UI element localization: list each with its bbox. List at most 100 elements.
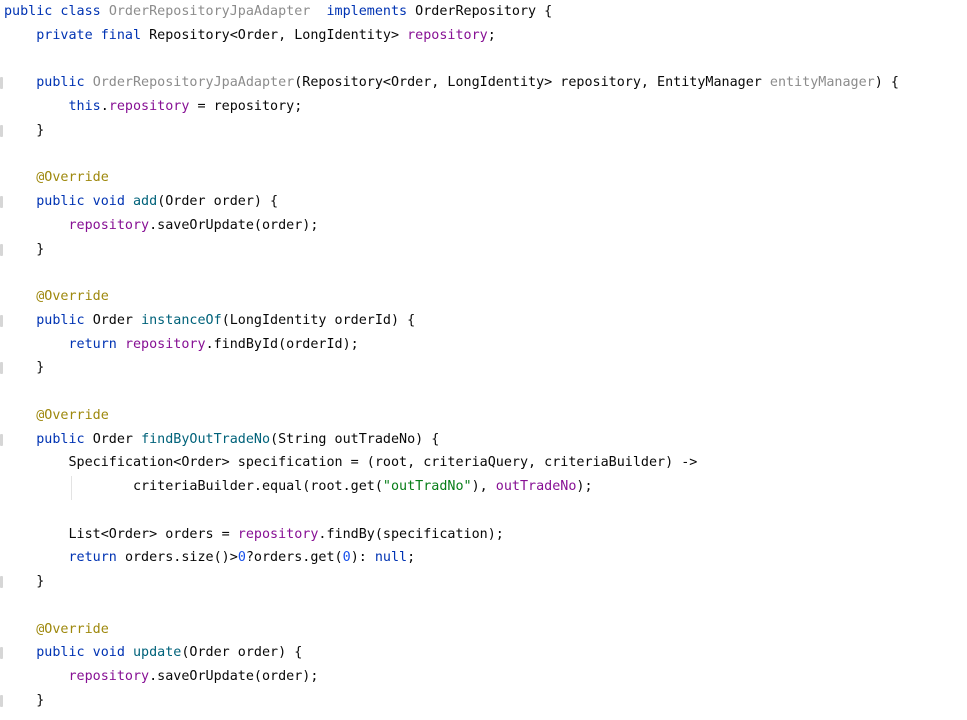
code-token: repository <box>68 217 150 233</box>
code-token: (String outTradeNo) { <box>270 431 440 447</box>
code-token: OrderRepository { <box>415 4 553 19</box>
gutter-marker <box>0 196 3 208</box>
code-line[interactable]: public OrderRepositoryJpaAdapter(Reposit… <box>4 73 899 93</box>
code-token: ); <box>576 479 593 494</box>
code-token: add <box>133 194 158 209</box>
code-line[interactable]: this.repository = repository; <box>4 97 302 117</box>
code-token: ; <box>487 27 496 43</box>
code-token: repository <box>237 526 319 542</box>
code-token: entityManager <box>769 75 875 91</box>
code-token: Repository<Order, LongIdentity> <box>149 27 408 43</box>
gutter-marker <box>0 433 3 446</box>
code-token: = repository; <box>189 99 303 114</box>
code-line[interactable]: public Order instanceOf(LongIdentity ord… <box>4 311 415 331</box>
code-token: ) { <box>874 75 899 91</box>
code-token: @Override <box>4 407 109 423</box>
code-token: public <box>4 431 93 447</box>
code-line[interactable]: } <box>4 240 44 260</box>
code-token: return <box>4 550 125 566</box>
gutter-marker <box>0 314 3 327</box>
code-token: OrderRepositoryJpaAdapter <box>92 75 295 91</box>
code-line[interactable]: private final Repository<Order, LongIden… <box>4 26 496 46</box>
code-token: update <box>133 645 182 661</box>
code-token: findByOutTradeNo <box>141 431 271 447</box>
code-token: (Order order) { <box>157 194 279 209</box>
code-token: @Override <box>4 621 109 637</box>
gutter-marker <box>0 243 3 256</box>
code-token: 0 <box>342 550 351 566</box>
code-token: (Repository<Order, LongIdentity> reposit… <box>294 75 770 91</box>
code-token: Specification<Order> specification = (ro… <box>4 455 698 471</box>
code-line[interactable]: public Order findByOutTradeNo(String out… <box>4 430 439 450</box>
code-token: List<Order> orders = <box>4 526 238 542</box>
code-token: .saveOrUpdate(order); <box>149 669 319 684</box>
code-token: ?orders.get( <box>245 550 343 566</box>
code-token: @Override <box>4 289 109 304</box>
code-line[interactable]: repository.saveOrUpdate(order); <box>4 216 319 236</box>
gutter-marker <box>0 694 3 707</box>
code-line[interactable]: public void add(Order order) { <box>4 192 278 212</box>
code-line[interactable]: } <box>4 121 44 141</box>
code-token: public <box>4 312 93 328</box>
code-line[interactable]: } <box>4 572 44 592</box>
code-token: Order <box>92 312 142 328</box>
gutter-marker <box>0 576 3 588</box>
code-token: null <box>374 550 408 566</box>
code-token <box>310 4 326 19</box>
code-token: repository <box>124 336 206 352</box>
code-line[interactable]: } <box>4 358 44 378</box>
code-line[interactable]: @Override <box>4 168 109 188</box>
code-line[interactable]: repository.saveOrUpdate(order); <box>4 667 319 687</box>
code-token: (LongIdentity orderId) { <box>221 312 416 328</box>
code-token: public class <box>4 4 109 19</box>
code-token: "outTradNo" <box>382 479 472 494</box>
code-token: repository <box>68 669 150 684</box>
code-token: orders.size()> <box>124 550 238 566</box>
code-token <box>4 218 69 233</box>
code-token: @Override <box>4 170 109 186</box>
code-token: ): <box>350 550 375 566</box>
code-token: } <box>4 692 45 708</box>
code-token: private final <box>4 27 150 43</box>
code-token: .findById(orderId); <box>205 336 359 352</box>
code-token: Order <box>92 431 142 447</box>
code-line[interactable]: return orders.size()>0?orders.get(0): nu… <box>4 548 415 568</box>
code-line[interactable]: @Override <box>4 406 109 426</box>
code-token: instanceOf <box>141 312 222 328</box>
code-line[interactable]: public void update(Order order) { <box>4 643 302 663</box>
code-line[interactable]: return repository.findById(orderId); <box>4 335 359 355</box>
code-token: criteriaBuilder.equal(root.get( <box>4 479 383 494</box>
code-token: repository <box>407 27 488 43</box>
code-token: . <box>100 99 109 114</box>
code-token: } <box>4 122 45 138</box>
code-line[interactable]: @Override <box>4 287 109 307</box>
code-token: repository <box>108 99 190 114</box>
code-token: outTradeNo <box>495 479 577 494</box>
gutter-marker <box>0 362 3 375</box>
code-line[interactable]: Specification<Order> specification = (ro… <box>4 453 697 473</box>
code-token: (Order order) { <box>181 645 303 661</box>
code-token: OrderRepositoryJpaAdapter <box>108 4 311 19</box>
code-token: } <box>4 360 45 376</box>
code-line[interactable]: @Override <box>4 620 109 640</box>
code-token: ), <box>471 479 496 494</box>
code-token: public void <box>4 645 133 661</box>
gutter-marker <box>0 77 3 90</box>
code-line[interactable]: criteriaBuilder.equal(root.get("outTradN… <box>4 477 593 497</box>
code-token: } <box>4 574 45 589</box>
code-line[interactable]: public class OrderRepositoryJpaAdapter i… <box>4 2 552 22</box>
code-token <box>4 669 69 684</box>
code-token: } <box>4 241 45 257</box>
code-token: implements <box>326 4 416 19</box>
gutter-marker <box>0 647 3 660</box>
code-line[interactable]: } <box>4 691 44 711</box>
indent-guide <box>71 476 72 500</box>
code-token: ; <box>407 550 416 566</box>
code-token: public <box>4 75 93 91</box>
code-token: return <box>4 336 125 352</box>
code-line[interactable]: List<Order> orders = repository.findBy(s… <box>4 525 503 545</box>
gutter-marker <box>0 124 3 137</box>
code-token: 0 <box>237 550 246 566</box>
code-token: public void <box>4 194 133 209</box>
